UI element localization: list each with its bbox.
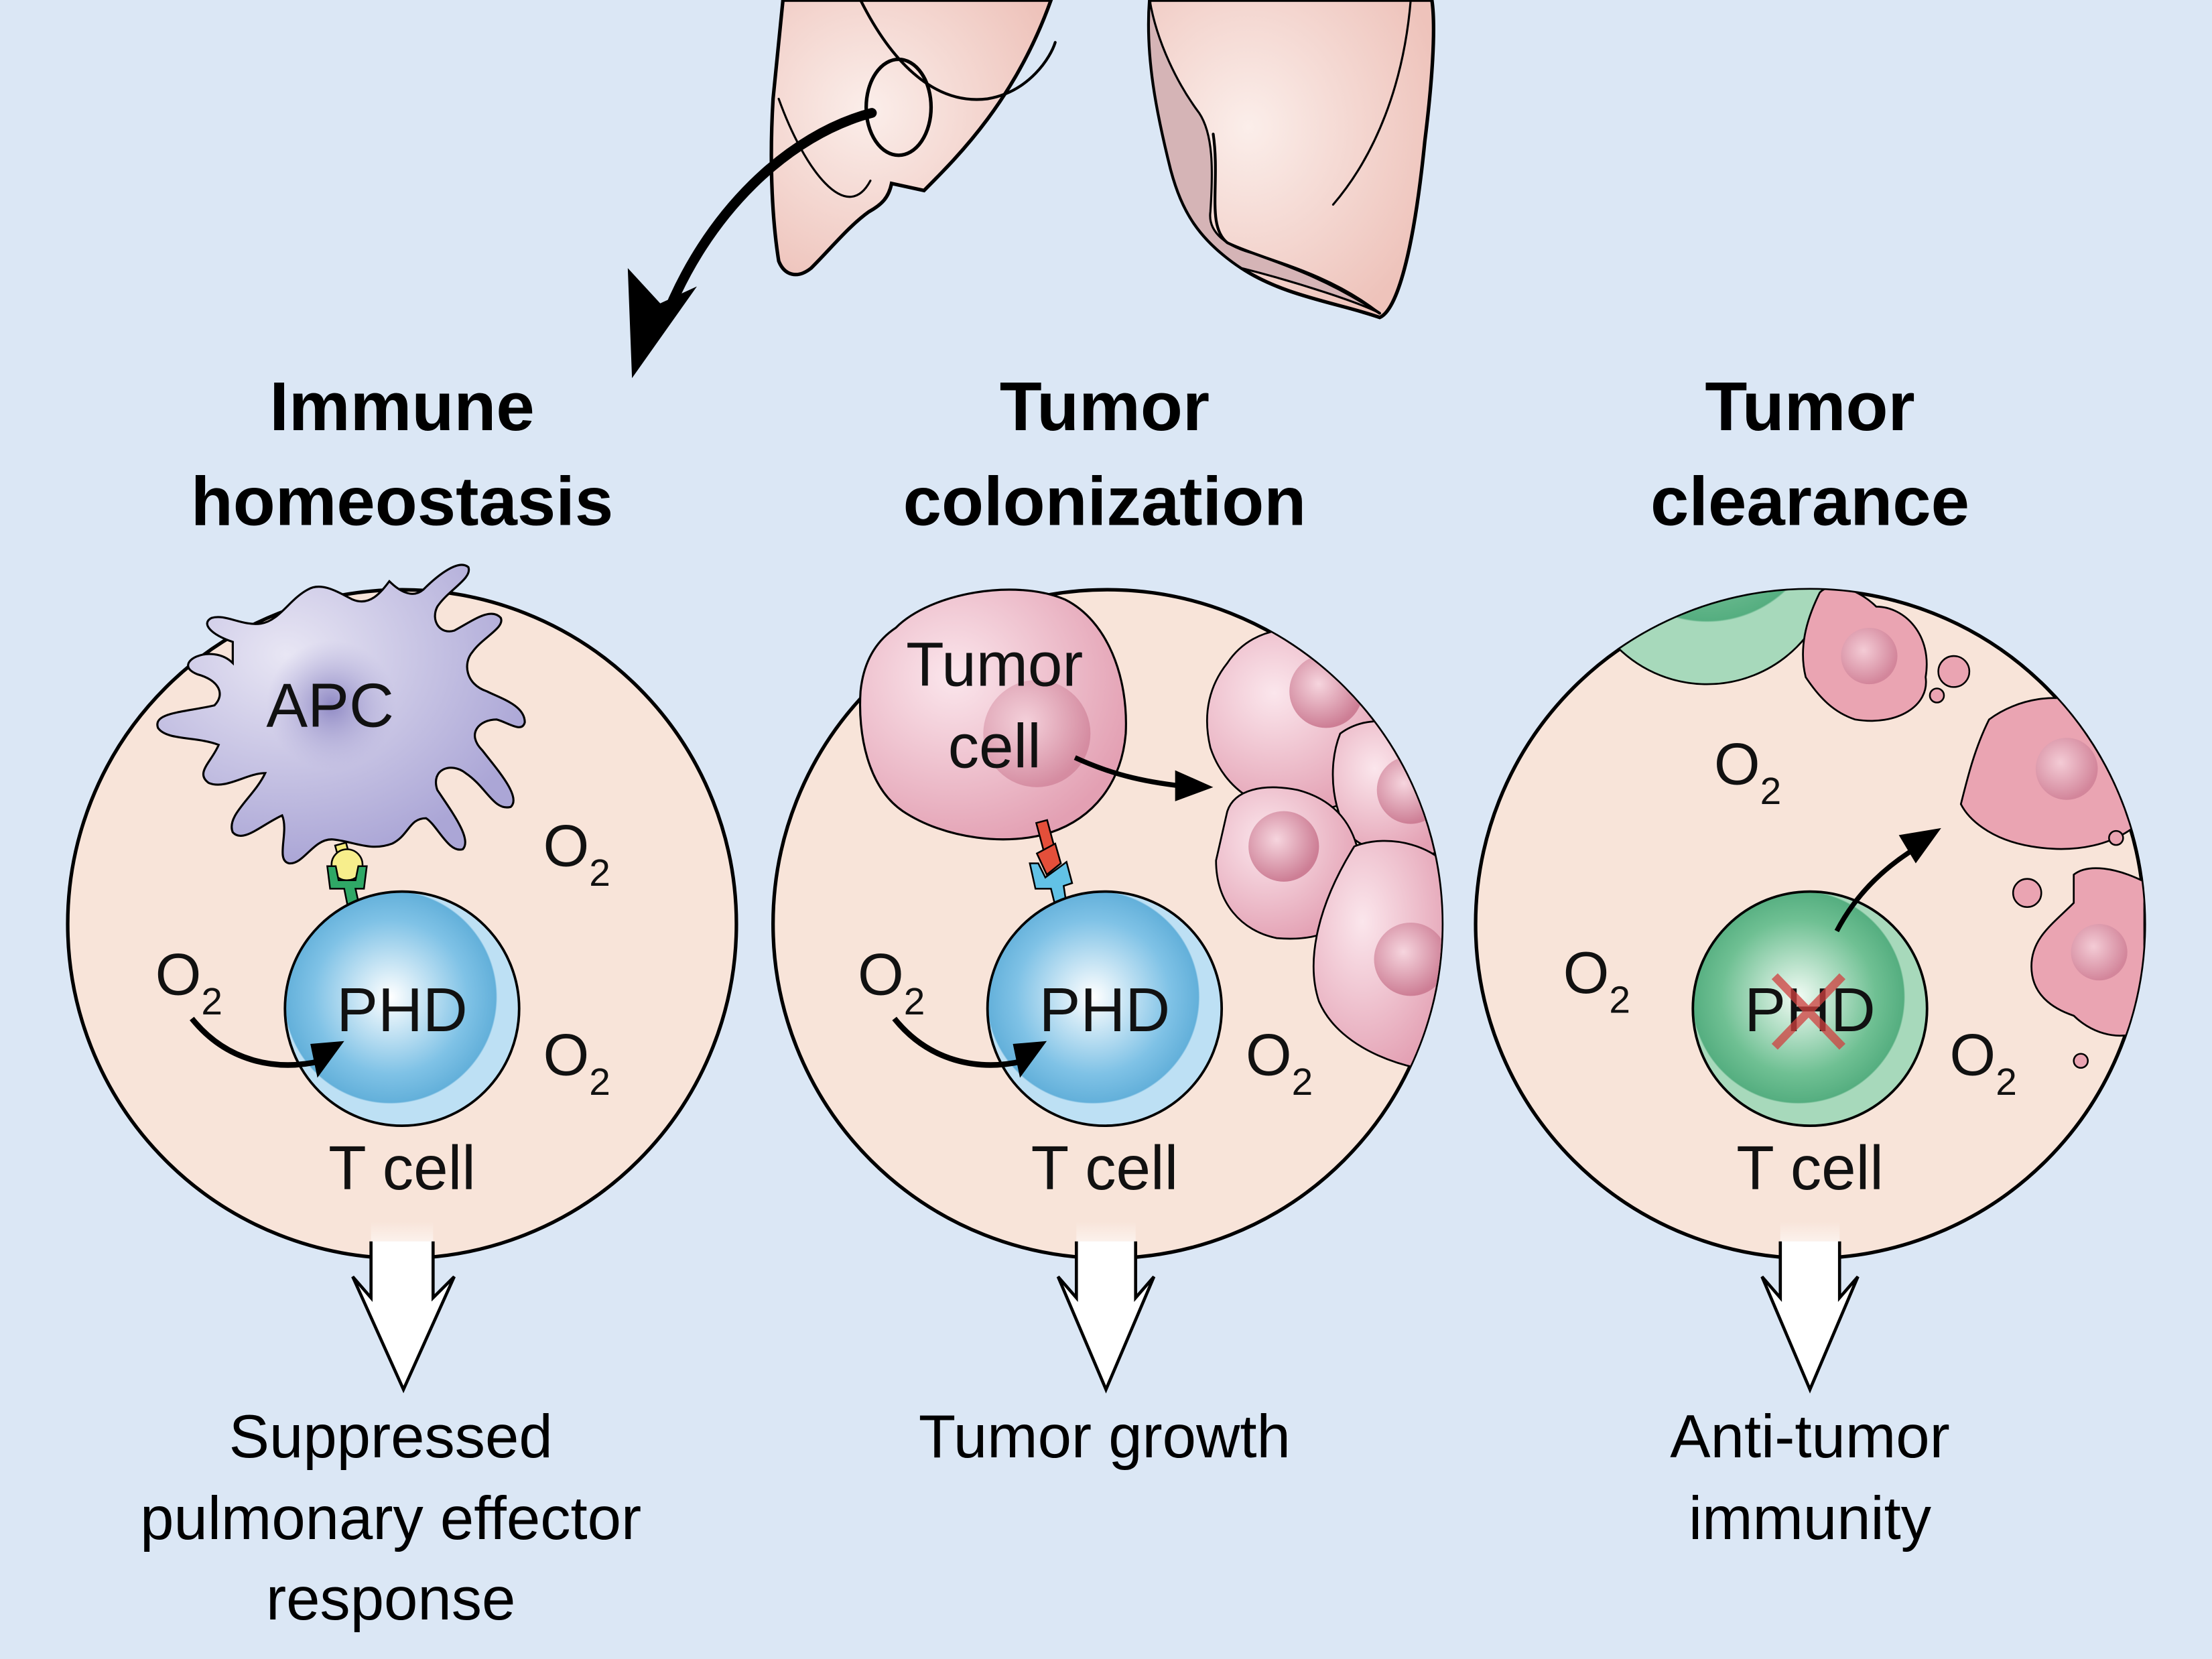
right-lung-shadow (1147, 0, 1380, 314)
panel-3-title-line2: clearance (1650, 462, 1969, 539)
tumor-cell-label-line1: Tumor (906, 629, 1083, 699)
red-x-icon (1771, 973, 1845, 1050)
t-cell (283, 890, 521, 1127)
t-cell-label: T cell (328, 1133, 476, 1203)
panel-1-title-line2: homeostasis (191, 462, 614, 539)
outcome-3-line1: Anti-tumor (1670, 1403, 1950, 1471)
panel-3-title-line1: Tumor (1705, 368, 1914, 445)
o2-label: O2 (155, 941, 222, 1022)
t-cell (986, 890, 1224, 1127)
outcome-3-line2: immunity (1689, 1485, 1932, 1552)
tumor-cell-label-line2: cell (948, 711, 1041, 781)
phd-label: PHD (336, 975, 468, 1045)
migration-arrow-icon (1074, 755, 1214, 801)
o2-uptake-arrow-icon (190, 1016, 344, 1078)
outcome-2-line1: Tumor growth (919, 1403, 1291, 1471)
apc-label: APC (266, 670, 393, 740)
panel-1-title-line1: Immune (269, 368, 534, 445)
attack-arrow-icon (1834, 827, 1941, 933)
left-lung (769, 0, 1053, 277)
tumor-cell (858, 588, 1127, 841)
panel-immune-homeostasis: APC PHD T cell O2 O2 O2 (66, 563, 738, 1260)
panel-2-title-line1: Tumor (1000, 368, 1210, 445)
t-cell-label: T cell (1736, 1133, 1884, 1203)
t-cell-label: T cell (1031, 1133, 1179, 1203)
zoom-region-marker (864, 57, 933, 157)
outcome-1-line3: response (266, 1565, 515, 1633)
o2-label: O2 (1563, 939, 1630, 1021)
lungs-illustration (769, 0, 1435, 320)
o2-label: O2 (858, 941, 925, 1022)
o2-label: O2 (543, 1021, 610, 1103)
outcome-arrow-1-icon (351, 1221, 456, 1394)
phd-label: PHD (1039, 975, 1171, 1045)
o2-label: O2 (1714, 731, 1781, 813)
tumor-colony (1206, 628, 1442, 1073)
panel-tumor-colonization: Tumor cell PHD T cell O2 O2 (771, 588, 1444, 1260)
o2-label: O2 (1246, 1021, 1313, 1103)
o2-label: O2 (543, 813, 610, 894)
outcome-1-line1: Suppressed (229, 1403, 553, 1471)
o2-uptake-arrow-icon (892, 1016, 1047, 1078)
o2-label: O2 (1949, 1021, 2016, 1103)
outcome-arrow-3-icon (1760, 1221, 1860, 1394)
outcome-arrow-2-icon (1056, 1221, 1156, 1394)
zoom-arrow-icon (627, 108, 877, 379)
outcome-1-line2: pulmonary effector (140, 1485, 641, 1552)
panel-2-title-line2: colonization (903, 462, 1307, 539)
apc-cell (156, 563, 526, 865)
